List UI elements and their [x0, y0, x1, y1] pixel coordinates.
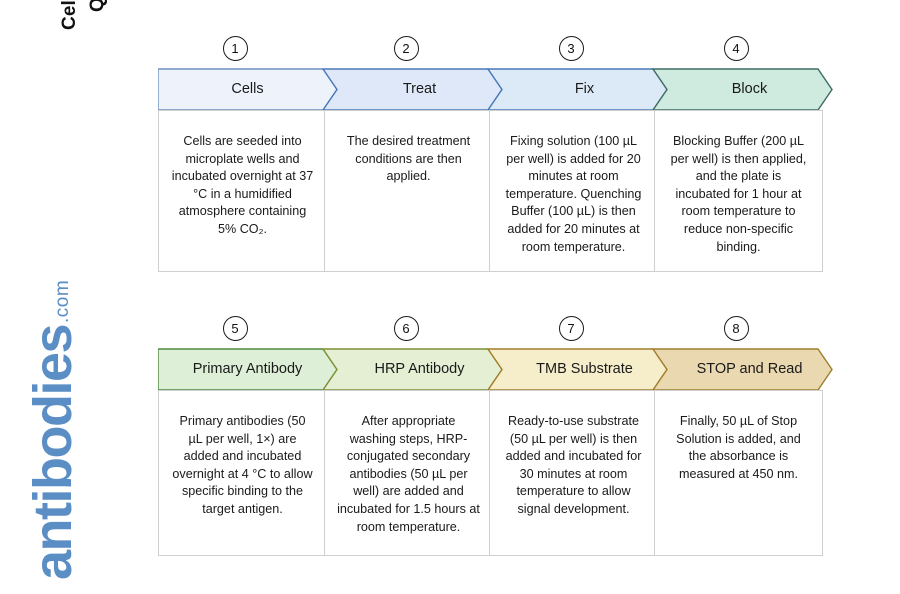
step-description-text-7: Ready-to-use substrate (50 µL per well) …	[505, 414, 642, 516]
step-description-cell-2: The desired treatment conditions are the…	[324, 110, 493, 272]
step-number-badge-6: 6	[393, 316, 419, 341]
step-description-text-4: Blocking Buffer (200 µL per well) is the…	[670, 134, 807, 254]
step-description-cell-5: Primary antibodies (50 µL per well, 1×) …	[158, 390, 327, 556]
step-number-badge-1: 1	[222, 36, 248, 61]
step-description-cell-3: Fixing solution (100 µL per well) is add…	[489, 110, 658, 272]
step-number-badge-7: 7	[558, 316, 584, 341]
step-description-text-1: Cells are seeded into microplate wells a…	[171, 134, 314, 236]
step-number-badges-row-1: 1 2 3 4	[158, 36, 842, 68]
step-description-text-6: After appropriate washing steps, HRP-con…	[337, 414, 480, 534]
title-rail: Cell Based ELISA Kits Quick Protocol ant…	[0, 0, 150, 594]
chevron-step-5[interactable]	[158, 348, 338, 391]
step-description-text-3: Fixing solution (100 µL per well) is add…	[505, 134, 642, 254]
step-number-badge-2: 2	[393, 36, 419, 61]
page-title: Cell Based ELISA Kits Quick Protocol	[56, 0, 120, 30]
step-description-cell-6: After appropriate washing steps, HRP-con…	[324, 390, 493, 556]
chevron-step-7[interactable]	[486, 348, 668, 391]
logo-wordmark: antibodies	[23, 324, 83, 580]
page-title-line-2: Quick Protocol	[84, 0, 112, 30]
step-number-badge-8: 8	[723, 316, 749, 341]
antibodies-logo: antibodies .com	[23, 279, 83, 580]
chevron-step-3[interactable]	[486, 68, 668, 111]
chevron-step-2[interactable]	[321, 68, 503, 111]
step-number-badge-4: 4	[723, 36, 749, 61]
step-number-badge-5: 5	[222, 316, 248, 341]
step-number-badges-row-2: 5 6 7 8	[158, 316, 842, 348]
step-number-badge-3: 3	[558, 36, 584, 61]
step-description-cell-7: Ready-to-use substrate (50 µL per well) …	[489, 390, 658, 556]
step-description-text-8: Finally, 50 µL of Stop Solution is added…	[676, 414, 801, 481]
chevron-step-1[interactable]	[158, 68, 338, 111]
chevron-step-8[interactable]	[651, 348, 833, 391]
step-description-cell-4: Blocking Buffer (200 µL per well) is the…	[654, 110, 823, 272]
page-title-line-1: Cell Based ELISA Kits	[56, 0, 84, 30]
step-description-text-2: The desired treatment conditions are the…	[346, 134, 471, 184]
chevron-step-4[interactable]	[651, 68, 833, 111]
logo-tld: .com	[52, 279, 73, 323]
step-description-cell-8: Finally, 50 µL of Stop Solution is added…	[654, 390, 823, 556]
step-description-cell-1: Cells are seeded into microplate wells a…	[158, 110, 327, 272]
chevron-step-6[interactable]	[321, 348, 503, 391]
step-description-text-5: Primary antibodies (50 µL per well, 1×) …	[172, 414, 313, 516]
